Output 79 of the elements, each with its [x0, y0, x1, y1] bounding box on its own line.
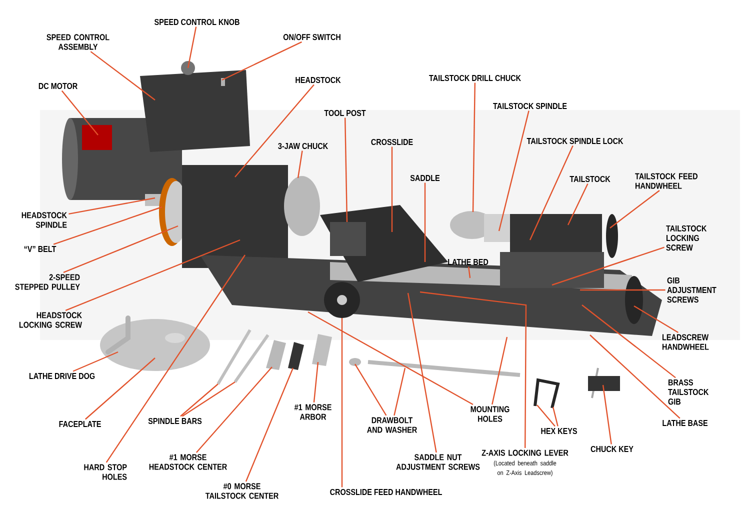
- leader-line: [394, 368, 406, 416]
- callout-label: CROSSLIDE FEED HANDWHEEL: [330, 488, 442, 496]
- leader-line: [313, 362, 319, 403]
- callout-label: MOUNTING HOLES: [470, 406, 510, 422]
- leader-line: [472, 82, 476, 212]
- leader-line: [182, 382, 236, 417]
- leader-line: [63, 225, 178, 274]
- callout-label: HARD STOP HOLES: [84, 464, 127, 480]
- callout-label: SADDLE: [410, 174, 440, 182]
- leader-line: [354, 364, 387, 416]
- callout-label: LATHE DRIVE DOG: [29, 372, 95, 380]
- callout-label: GIB ADJUSTMENT SCREWS: [667, 277, 716, 303]
- leader-line: [602, 384, 612, 444]
- callout-label: HEX KEYS: [541, 428, 577, 434]
- callout-label: CROSSLIDE: [371, 138, 413, 146]
- leader-line: [552, 246, 664, 286]
- leader-line: [308, 311, 474, 405]
- leader-line: [567, 183, 588, 226]
- leader-line: [391, 146, 393, 232]
- callout-label: TAILSTOCK DRILL CHUCK: [429, 74, 521, 82]
- callout-label: TAILSTOCK SPINDLE LOCK: [526, 138, 624, 144]
- leader-line: [180, 384, 218, 417]
- leader-line: [196, 366, 272, 453]
- callout-label: #1 MORSE ARBOR: [294, 404, 332, 420]
- callout-label: HEADSTOCK LOCKING SCREW: [19, 312, 82, 328]
- leader-line: [187, 26, 197, 68]
- leader-line: [634, 305, 678, 334]
- leader-line: [245, 368, 294, 482]
- callout-label: LEADSCREW HANDWHEEL: [662, 334, 709, 350]
- leader-line: [610, 190, 660, 228]
- leader-line: [84, 358, 156, 420]
- callout-label: TOOL POST: [324, 110, 366, 116]
- callout-label: DRAWBOLT AND WASHER: [367, 417, 417, 433]
- callout-label: HEADSTOCK: [296, 76, 341, 84]
- leader-line: [590, 334, 680, 419]
- leader-line: [53, 206, 162, 245]
- leader-line: [341, 318, 343, 488]
- callout-label: HEADSTOCK SPINDLE: [22, 212, 67, 228]
- callout-label: #1 MORSE HEADSTOCK CENTER: [149, 454, 227, 470]
- leader-line: [234, 84, 314, 178]
- leader-line: [344, 118, 348, 222]
- callout-label: TAILSTOCK: [570, 176, 610, 182]
- callout-label: BRASS TAILSTOCK GIB: [668, 379, 709, 405]
- leader-line: [492, 336, 508, 405]
- leader-line: [106, 254, 246, 463]
- leader-line: [407, 292, 437, 453]
- leader-line: [222, 41, 302, 81]
- leader-line: [297, 150, 303, 178]
- callout-label: LATHE BASE: [662, 420, 708, 426]
- callout-label: LATHE BED: [448, 259, 488, 265]
- leader-line: [424, 182, 426, 262]
- leader-line: [72, 351, 118, 372]
- callout-label: ON/OFF SWITCH: [283, 34, 340, 40]
- callout-label: SPEED CONTROL KNOB: [154, 18, 240, 26]
- callout-label: SADDLE NUT ADJUSTMENT SCREWS: [396, 454, 480, 470]
- callout-label: SPINDLE BARS: [148, 418, 202, 424]
- callout-label: TAILSTOCK LOCKING SCREW: [666, 225, 707, 251]
- leader-line: [536, 404, 556, 427]
- leader-line: [65, 239, 240, 312]
- leader-line: [580, 289, 666, 291]
- leader-line: [68, 197, 156, 215]
- callout-label: DC MOTOR: [38, 82, 78, 90]
- leader-line: [582, 304, 676, 378]
- leader-line: [61, 90, 98, 136]
- leader-line: [529, 146, 574, 240]
- leader-line: [498, 110, 530, 232]
- callout-label: “V” BELT: [24, 246, 56, 252]
- callout-label: SPEED CONTROL ASSEMBLY: [46, 34, 110, 50]
- callout-label: TAILSTOCK FEED HANDWHEEL: [635, 173, 698, 189]
- leader-line: [90, 51, 156, 100]
- callout-label: FACEPLATE: [59, 420, 101, 428]
- callout-label: #0 MORSE TAILSTOCK CENTER: [205, 483, 278, 499]
- callout-label: TAILSTOCK SPINDLE: [493, 102, 567, 110]
- leader-line: [468, 266, 471, 278]
- callout-label: CHUCK KEY: [590, 446, 634, 452]
- callout-label: 3-JAW CHUCK: [278, 142, 328, 150]
- leader-line: [552, 406, 558, 426]
- callout-label: 2-SPEED STEPPED PULLEY: [15, 274, 80, 290]
- leader-line: [420, 291, 527, 448]
